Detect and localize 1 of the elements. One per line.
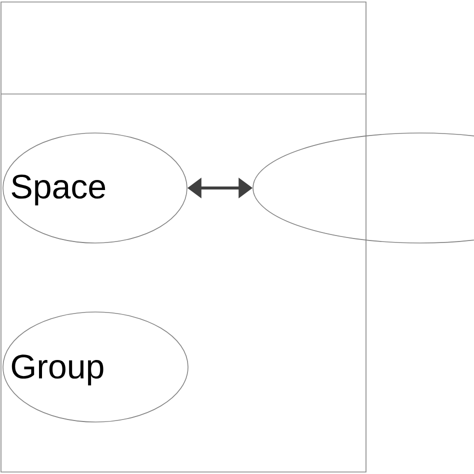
frame-box [0,2,366,472]
